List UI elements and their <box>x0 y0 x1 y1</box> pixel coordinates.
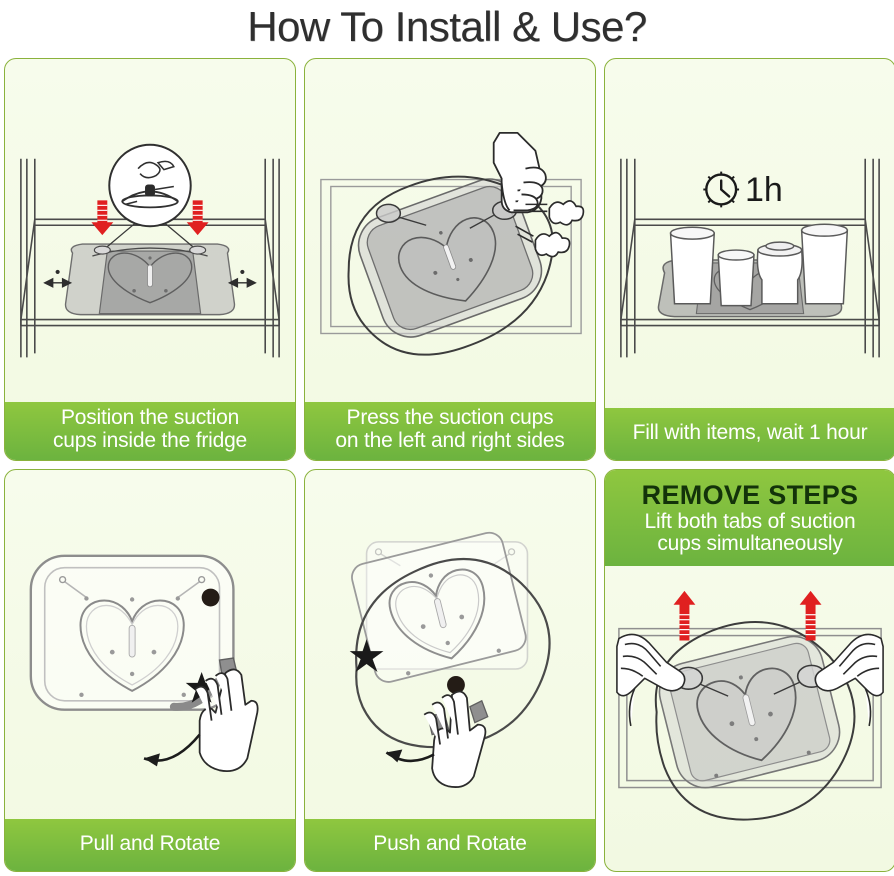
step-2-illustration <box>305 59 595 460</box>
steps-grid: Position the suction cups inside the fri… <box>4 58 894 872</box>
step-panel-3: 1h Fill with items, wait 1 hour <box>604 58 894 461</box>
clock-icon <box>703 171 740 208</box>
hand-push-icon <box>423 690 487 788</box>
suction-cup-left <box>375 203 427 226</box>
step-4-illustration <box>5 470 295 871</box>
left-right-arrow-right <box>227 269 257 288</box>
red-down-arrow-left <box>91 200 114 236</box>
remove-steps-subtitle-line-2: cups simultaneously <box>657 532 843 556</box>
step-3-caption: Fill with items, wait 1 hour <box>605 408 894 460</box>
star-marker-icon <box>349 639 384 672</box>
hand-grip-icon <box>195 668 259 772</box>
step-5-caption: Push and Rotate <box>305 819 595 871</box>
dot-marker-icon <box>201 588 220 607</box>
hand-pointing-icon <box>492 131 547 214</box>
remove-steps-subtitle-line-1: Lift both tabs of suction <box>644 509 856 533</box>
step-1-illustration <box>5 59 295 460</box>
step-panel-4: Pull and Rotate <box>4 469 296 872</box>
step-2-caption-line-1: Press the suction cups <box>346 406 554 430</box>
red-down-arrow-right <box>186 200 209 236</box>
remove-steps-subtitle: Lift both tabs of suction cups simultane… <box>644 509 856 556</box>
magnifier-circle-icon <box>108 143 192 228</box>
curved-arrow-icon <box>143 733 201 767</box>
dot-marker-icon <box>447 675 465 694</box>
left-right-arrow-left <box>43 269 73 288</box>
remove-steps-header: REMOVE STEPS Lift both tabs of suction c… <box>605 470 894 566</box>
page-title: How To Install & Use? <box>247 3 647 50</box>
curved-arrow-icon <box>385 749 435 763</box>
air-puff-icon-2 <box>515 225 571 258</box>
step-2-caption: Press the suction cups on the left and r… <box>305 402 595 460</box>
step-panel-1: Position the suction cups inside the fri… <box>4 58 296 461</box>
step-6-illustration <box>605 566 894 871</box>
red-up-arrow-left <box>673 590 696 641</box>
right-hand-icon <box>814 633 884 727</box>
step-3-illustration <box>605 59 894 460</box>
left-hand-icon <box>616 633 686 727</box>
step-1-caption-line-1: Position the suction <box>60 406 240 430</box>
step-1-caption: Position the suction cups inside the fri… <box>5 402 295 460</box>
step-panel-6: REMOVE STEPS Lift both tabs of suction c… <box>604 469 894 872</box>
step-5-illustration <box>305 470 595 871</box>
red-up-arrow-right <box>799 590 822 641</box>
step-1-caption-line-2: cups inside the fridge <box>52 429 248 452</box>
timer-label: 1h <box>745 171 783 209</box>
air-puff-icon-1 <box>525 200 585 226</box>
step-4-caption: Pull and Rotate <box>5 819 295 871</box>
step-panel-2: Press the suction cups on the left and r… <box>304 58 596 461</box>
remove-steps-title: REMOVE STEPS <box>641 479 859 510</box>
step-2-caption-line-2: on the left and right sides <box>335 429 565 452</box>
step-panel-5: Push and Rotate <box>304 469 596 872</box>
